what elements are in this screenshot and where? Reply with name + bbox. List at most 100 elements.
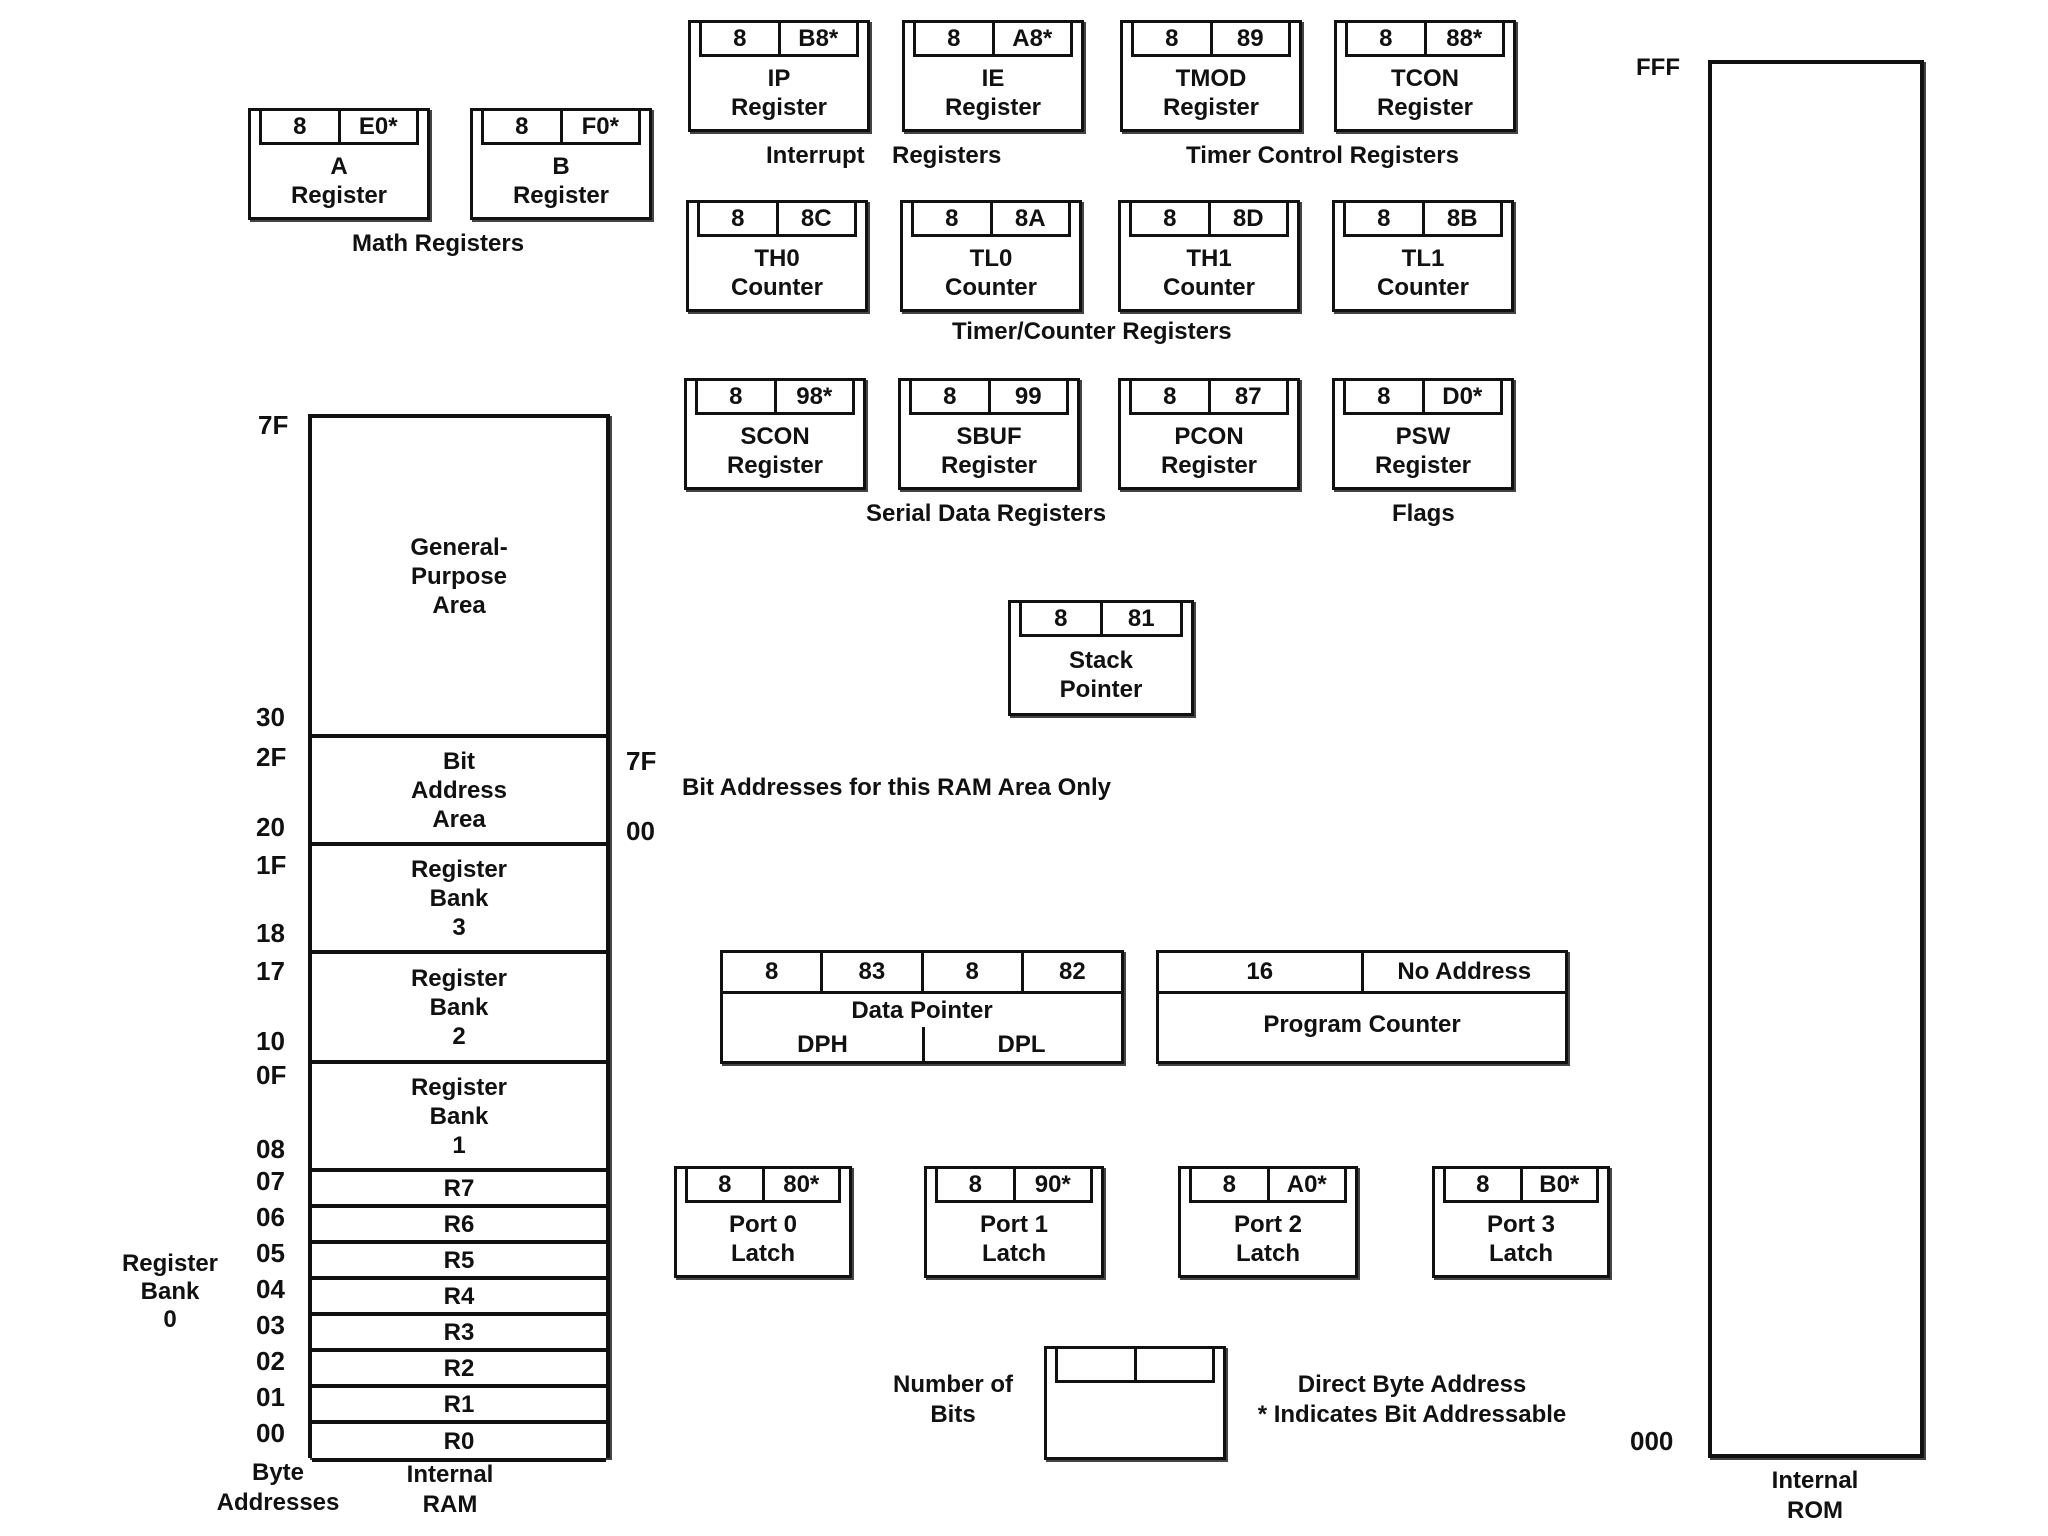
pcon-register-bits: 8 [1132, 381, 1211, 412]
ram-addr-7f: 7F [258, 410, 289, 440]
register-r0: R0 [312, 1424, 606, 1462]
port-0-type: Latch [730, 1240, 795, 1267]
register-r6: R6 [312, 1208, 606, 1244]
port-1-address: 90* [1034, 1170, 1071, 1198]
port-2-bits: 8 [1192, 1169, 1270, 1200]
register-r4: R4 [312, 1280, 606, 1316]
tmod-register-bits: 8 [1134, 23, 1213, 54]
ram-addr-18: 18 [256, 918, 285, 948]
bit-address-area-line-1: Bit [443, 747, 475, 775]
data-pointer-name: Data Pointer [851, 997, 993, 1024]
internal-rom-line-2: ROM [1787, 1497, 1843, 1524]
register-bank-3-line-3: 3 [452, 913, 466, 941]
byte-addresses-line-2: Addresses [216, 1489, 340, 1516]
sbuf-register-type: Register [940, 452, 1038, 479]
tcon-register-name: TCON [1391, 65, 1459, 92]
a-register-bits: 8 [262, 111, 341, 142]
internal-ram-line-1: Internal [406, 1461, 494, 1488]
port-1-name: Port 1 [979, 1211, 1048, 1238]
legend-address-label: Direct Byte Address * Indicates Bit Addr… [1244, 1370, 1580, 1430]
legend-address-label-line-2: * Indicates Bit Addressable [1257, 1401, 1567, 1428]
register-r3: R3 [312, 1316, 606, 1352]
th0-counter-type: Counter [731, 274, 823, 301]
register-bank-1-line-2: Bank [429, 1102, 489, 1130]
byte-addresses-label: Byte Addresses [208, 1458, 348, 1518]
register-bank-0-line-1: Register [121, 1250, 219, 1277]
ram-addr-08: 08 [256, 1134, 285, 1164]
register-bank-0-line-3: 0 [163, 1306, 177, 1333]
th1-counter-name: TH1 [1186, 245, 1232, 272]
port-0-bits: 8 [688, 1169, 765, 1200]
ram-addr-01: 01 [256, 1382, 285, 1412]
psw-register-bits: 8 [1346, 381, 1425, 412]
serial-data-registers-label: Serial Data Registers [866, 500, 1107, 527]
bit-address-area-line-2: Address [410, 776, 508, 804]
dpl-address: 82 [1059, 958, 1086, 985]
port-1-type: Latch [981, 1240, 1046, 1267]
register-bank-1: Register Bank 1 [312, 1064, 606, 1172]
tl1-counter-name: TL1 [1401, 245, 1445, 272]
internal-ram-line-2: RAM [422, 1491, 478, 1518]
ram-addr-20: 20 [256, 812, 285, 842]
pcon-register-address: 87 [1234, 382, 1262, 410]
port-3-bits: 8 [1446, 1169, 1523, 1200]
ram-addr-10: 10 [256, 1026, 285, 1056]
a-register-address: E0* [358, 112, 398, 140]
tcon-register-address: 88* [1446, 24, 1483, 52]
b-register-address: F0* [581, 112, 619, 140]
tmod-register-address: 89 [1236, 24, 1264, 52]
ram-addr-02: 02 [256, 1346, 285, 1376]
register-r5: R5 [312, 1244, 606, 1280]
ram-addr-05: 05 [256, 1238, 285, 1268]
rom-addr-000: 000 [1630, 1426, 1674, 1456]
program-counter-name: Program Counter [1263, 1011, 1461, 1038]
a-register-type: Register [290, 182, 388, 209]
legend-address-label-line-1: Direct Byte Address [1297, 1371, 1527, 1398]
dph-address: 83 [823, 953, 924, 991]
general-purpose-line-2: Purpose [410, 562, 508, 590]
ie-register-address: A8* [1012, 24, 1053, 52]
register-bank-3: Register Bank 3 [312, 846, 606, 954]
general-purpose-line-1: General- [410, 533, 508, 561]
legend-box [1044, 1346, 1226, 1460]
pcon-register-name: PCON [1174, 423, 1244, 450]
tl0-counter-name: TL0 [969, 245, 1013, 272]
register-r6-label: R6 [443, 1210, 475, 1238]
tcon-register-type: Register [1376, 94, 1474, 121]
general-purpose-line-3: Area [432, 591, 486, 619]
ie-register-bits: 8 [916, 23, 995, 54]
register-r1-label: R1 [443, 1390, 475, 1418]
port-2-type: Latch [1235, 1240, 1300, 1267]
bit-address-area-line-3: Area [432, 805, 486, 833]
ram-addr-17: 17 [256, 956, 285, 986]
byte-addresses-line-1: Byte [251, 1459, 305, 1486]
register-bank-2-line-2: Bank [429, 993, 489, 1021]
b-register-name: B [552, 153, 570, 180]
th1-counter-bits: 8 [1132, 203, 1211, 234]
sbuf-register-address: 99 [1014, 382, 1042, 410]
ip-register-bits: 8 [702, 23, 781, 54]
tcon-register-bits: 8 [1348, 23, 1427, 54]
register-bank-2-line-1: Register [410, 964, 508, 992]
register-r5-label: R5 [443, 1246, 475, 1274]
ram-addr-03: 03 [256, 1310, 285, 1340]
rom-addr-fff: FFF [1636, 54, 1680, 81]
port-0-address: 80* [783, 1170, 820, 1198]
th1-counter-type: Counter [1163, 274, 1255, 301]
program-counter-address: No Address [1397, 958, 1532, 985]
internal-rom-label: Internal ROM [1750, 1466, 1880, 1526]
b-register-type: Register [512, 182, 610, 209]
psw-register-name: PSW [1395, 423, 1451, 450]
register-r4-label: R4 [443, 1282, 475, 1310]
scon-register-name: SCON [740, 423, 810, 450]
ram-addr-06: 06 [256, 1202, 285, 1232]
